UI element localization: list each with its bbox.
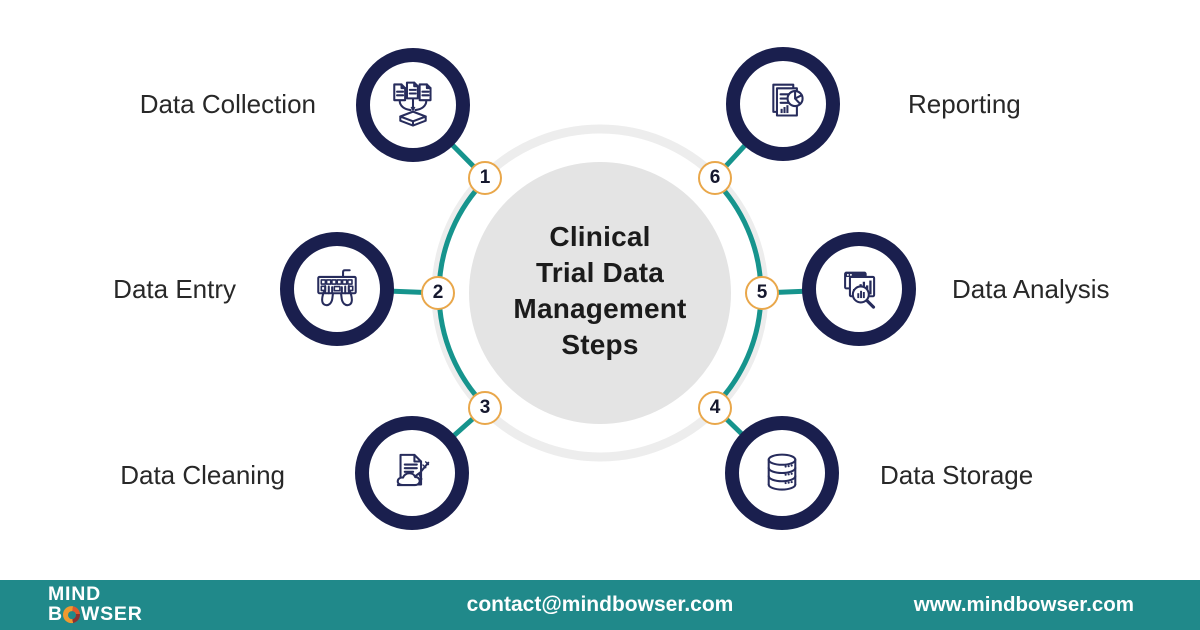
website-url: www.mindbowser.com (913, 593, 1134, 616)
chart-magnifier-icon (844, 271, 876, 309)
step-label-data-collection: Data Collection (139, 89, 316, 119)
step-number: 2 (432, 282, 444, 303)
step-number: 6 (709, 167, 721, 188)
logo-swirl-icon (63, 606, 81, 624)
documents-into-box-icon (393, 81, 432, 127)
step-node-data-storage (725, 416, 839, 530)
step-number: 4 (709, 397, 721, 418)
step-badge-2: 2 (421, 276, 455, 310)
mindbowser-logo: MIND B WSER (48, 583, 143, 625)
step-node-data-entry (280, 232, 394, 346)
title-line: Steps (561, 329, 639, 360)
step-node-reporting (726, 47, 840, 161)
step-label-reporting: Reporting (908, 89, 1021, 119)
title-line: Management (513, 293, 687, 324)
step-label-data-entry: Data Entry (113, 274, 236, 304)
step-badge-5: 5 (745, 276, 779, 310)
step-number: 3 (479, 397, 491, 418)
step-node-data-collection (356, 48, 470, 162)
document-broom-icon (396, 453, 430, 487)
report-pie-chart-icon (772, 83, 804, 117)
step-badge-4: 4 (698, 391, 732, 425)
footer-bar: MIND B WSER contact@mindbowser.com www.m… (0, 580, 1200, 630)
logo-b: B (48, 603, 63, 625)
step-label-data-storage: Data Storage (880, 460, 1034, 490)
title-line: Clinical (549, 221, 651, 252)
logo-line-bottom: B WSER (48, 603, 143, 625)
step-badge-1: 1 (468, 161, 502, 195)
logo-wser: WSER (80, 603, 143, 625)
step-node-data-analysis (802, 232, 916, 346)
step-number: 1 (479, 167, 491, 188)
center-disc (469, 162, 731, 424)
logo-line-top: MIND (48, 583, 102, 606)
contact-email: contact@mindbowser.com (466, 593, 734, 616)
title-line: Trial Data (535, 257, 665, 288)
diagram-title: Clinical Trial Data Management Steps (470, 219, 730, 363)
step-badge-6: 6 (698, 161, 732, 195)
step-label-data-cleaning: Data Cleaning (120, 460, 285, 490)
step-label-data-analysis: Data Analysis (952, 274, 1110, 304)
step-number: 5 (756, 282, 768, 303)
database-icon (767, 453, 797, 491)
step-badge-3: 3 (468, 391, 502, 425)
step-node-data-cleaning (355, 416, 469, 530)
keyboard-typing-hands-icon (317, 269, 357, 307)
